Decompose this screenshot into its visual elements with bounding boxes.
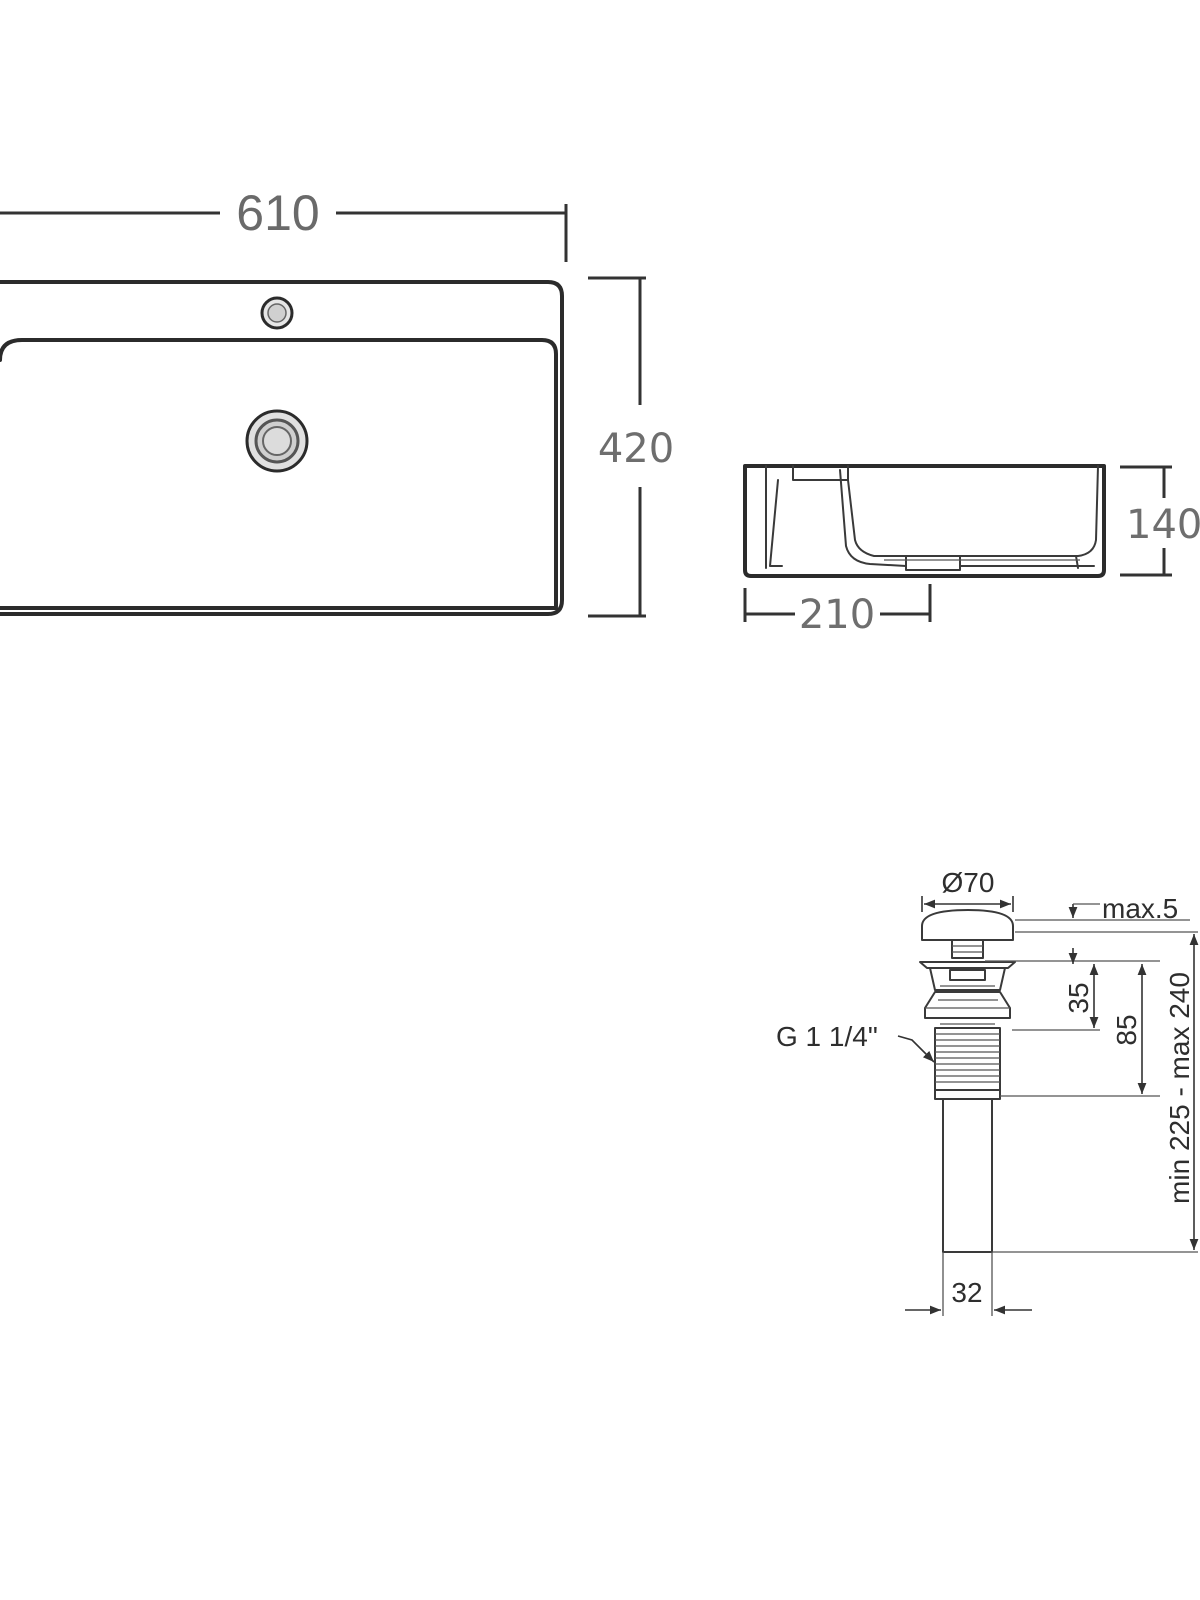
thread-callout: G 1 1/4" [776, 1021, 935, 1063]
base-label: 210 [799, 592, 875, 638]
inner-height-label: 35 [1063, 982, 1094, 1013]
basin-inner-bowl [0, 338, 558, 608]
thread-height-label: 85 [1111, 1014, 1142, 1045]
drain-flange [919, 961, 1016, 969]
drain-hole [245, 409, 309, 473]
max-gap-dimension: max.5 [1015, 893, 1190, 964]
depth-dimension: 420 [588, 276, 674, 618]
tap-hole [260, 296, 294, 330]
side-outer-outline [743, 464, 1106, 578]
basin-outer-outline [0, 280, 564, 616]
height-label: 140 [1126, 502, 1200, 548]
cap-diameter-dimension: Ø70 [921, 867, 1014, 912]
total-length-label: min 225 - max 240 [1164, 972, 1195, 1204]
thread-label: G 1 1/4" [776, 1021, 878, 1052]
width-label: 610 [236, 185, 319, 241]
base-dimension: 210 [743, 584, 932, 638]
inner-height-dimension: 35 [1012, 964, 1100, 1031]
drain-detail: Ø70 [776, 867, 1199, 1316]
height-dimension: 140 [1120, 465, 1200, 577]
pipe-diameter-dimension: 32 [905, 1252, 1032, 1316]
drain-tail-pipe [942, 1098, 993, 1253]
thread-height-dimension: 85 [1000, 960, 1160, 1097]
drain-cap [921, 909, 1014, 941]
width-dimension: 610 [0, 185, 568, 262]
side-bowl-profile [847, 465, 1099, 557]
pipe-diameter-label: 32 [951, 1277, 982, 1308]
depth-label: 420 [598, 426, 674, 472]
max-gap-label: max.5 [1102, 893, 1178, 924]
total-length-dimension: min 225 - max 240 [992, 931, 1199, 1253]
drain-nut [924, 991, 1011, 1019]
cap-diameter-label: Ø70 [942, 867, 995, 898]
basin-top-view: 610 420 [0, 185, 674, 618]
basin-side-view: 140 210 [743, 464, 1200, 638]
drain-thread [934, 1027, 1001, 1091]
